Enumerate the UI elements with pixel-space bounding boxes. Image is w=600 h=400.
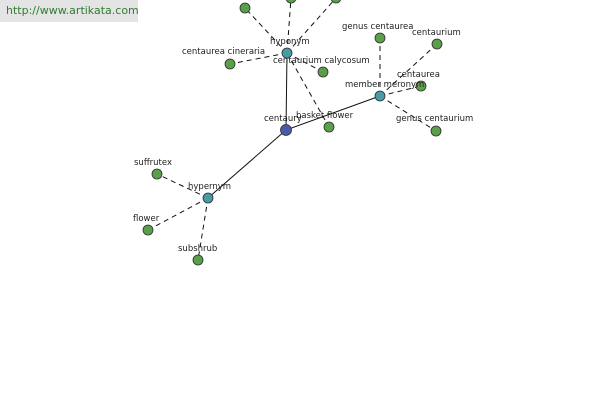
edge-member-meronym-centaurea — [379, 85, 422, 97]
node-centaurea[interactable] — [415, 80, 427, 92]
edge-member-meronym-genus-centaurium — [379, 95, 437, 132]
node-centaurium-calycosum[interactable] — [317, 66, 329, 78]
node-member-meronym[interactable] — [374, 90, 386, 102]
label-genus-centaurea[interactable]: genus centaurea — [342, 22, 414, 32]
node-flower[interactable] — [142, 224, 154, 236]
edge-hyponym-centaurium-calycosum — [286, 52, 324, 73]
label-genus-centaurium[interactable]: genus centaurium — [396, 114, 473, 124]
label-centaurea-cineraria[interactable]: centaurea cineraria — [182, 47, 265, 57]
edges-layer — [147, 0, 438, 261]
watermark-url: http://www.artikata.com — [0, 0, 139, 22]
edge-hyponym-top-a — [244, 7, 288, 54]
node-centaurea-cineraria[interactable] — [224, 58, 236, 70]
node-top-b[interactable] — [285, 0, 297, 4]
node-centaury[interactable] — [280, 124, 292, 136]
edge-centaury-hypernym — [207, 129, 287, 199]
label-flower[interactable]: flower — [133, 214, 160, 224]
node-top-a[interactable] — [239, 2, 251, 14]
node-hypernym[interactable] — [202, 192, 214, 204]
node-basket-flower[interactable] — [323, 121, 335, 133]
labels-layer: centaury hyponym member meronym hypernym cen… — [133, 22, 473, 254]
label-centaurium-calycosum[interactable]: centaurium calycosum — [273, 56, 370, 66]
node-genus-centaurea[interactable] — [374, 32, 386, 44]
label-centaurea[interactable]: centaurea — [397, 70, 440, 80]
edge-hypernym-subshrub — [197, 197, 209, 261]
label-suffrutex[interactable]: suffrutex — [134, 158, 172, 168]
label-member-meronym[interactable]: member meronym — [345, 80, 424, 90]
label-subshrub[interactable]: subshrub — [178, 244, 217, 254]
node-centaurium[interactable] — [431, 38, 443, 50]
label-basket-flower[interactable]: basket flower — [296, 111, 354, 121]
label-centaurium[interactable]: centaurium — [412, 28, 461, 38]
edge-centaury-hyponym — [285, 52, 288, 131]
edge-hyponym-centaurea-cineraria — [229, 52, 288, 65]
edge-hypernym-suffrutex — [156, 173, 209, 199]
edge-hyponym-top-c — [286, 0, 335, 54]
label-hypernym[interactable]: hypernym — [188, 182, 231, 192]
edge-member-meronym-centaurium — [379, 43, 438, 97]
node-suffrutex[interactable] — [151, 168, 163, 180]
label-hyponym[interactable]: hyponym — [270, 37, 310, 47]
edge-hyponym-top-b — [286, 0, 292, 54]
node-hyponym[interactable] — [281, 47, 293, 59]
label-centaury[interactable]: centaury — [264, 114, 302, 124]
node-top-c[interactable] — [330, 0, 342, 4]
nodes-layer — [142, 0, 443, 266]
node-subshrub[interactable] — [192, 254, 204, 266]
edge-centaury-member-meronym — [285, 95, 381, 131]
node-genus-centaurium[interactable] — [430, 125, 442, 137]
edge-hypernym-flower — [147, 197, 209, 231]
